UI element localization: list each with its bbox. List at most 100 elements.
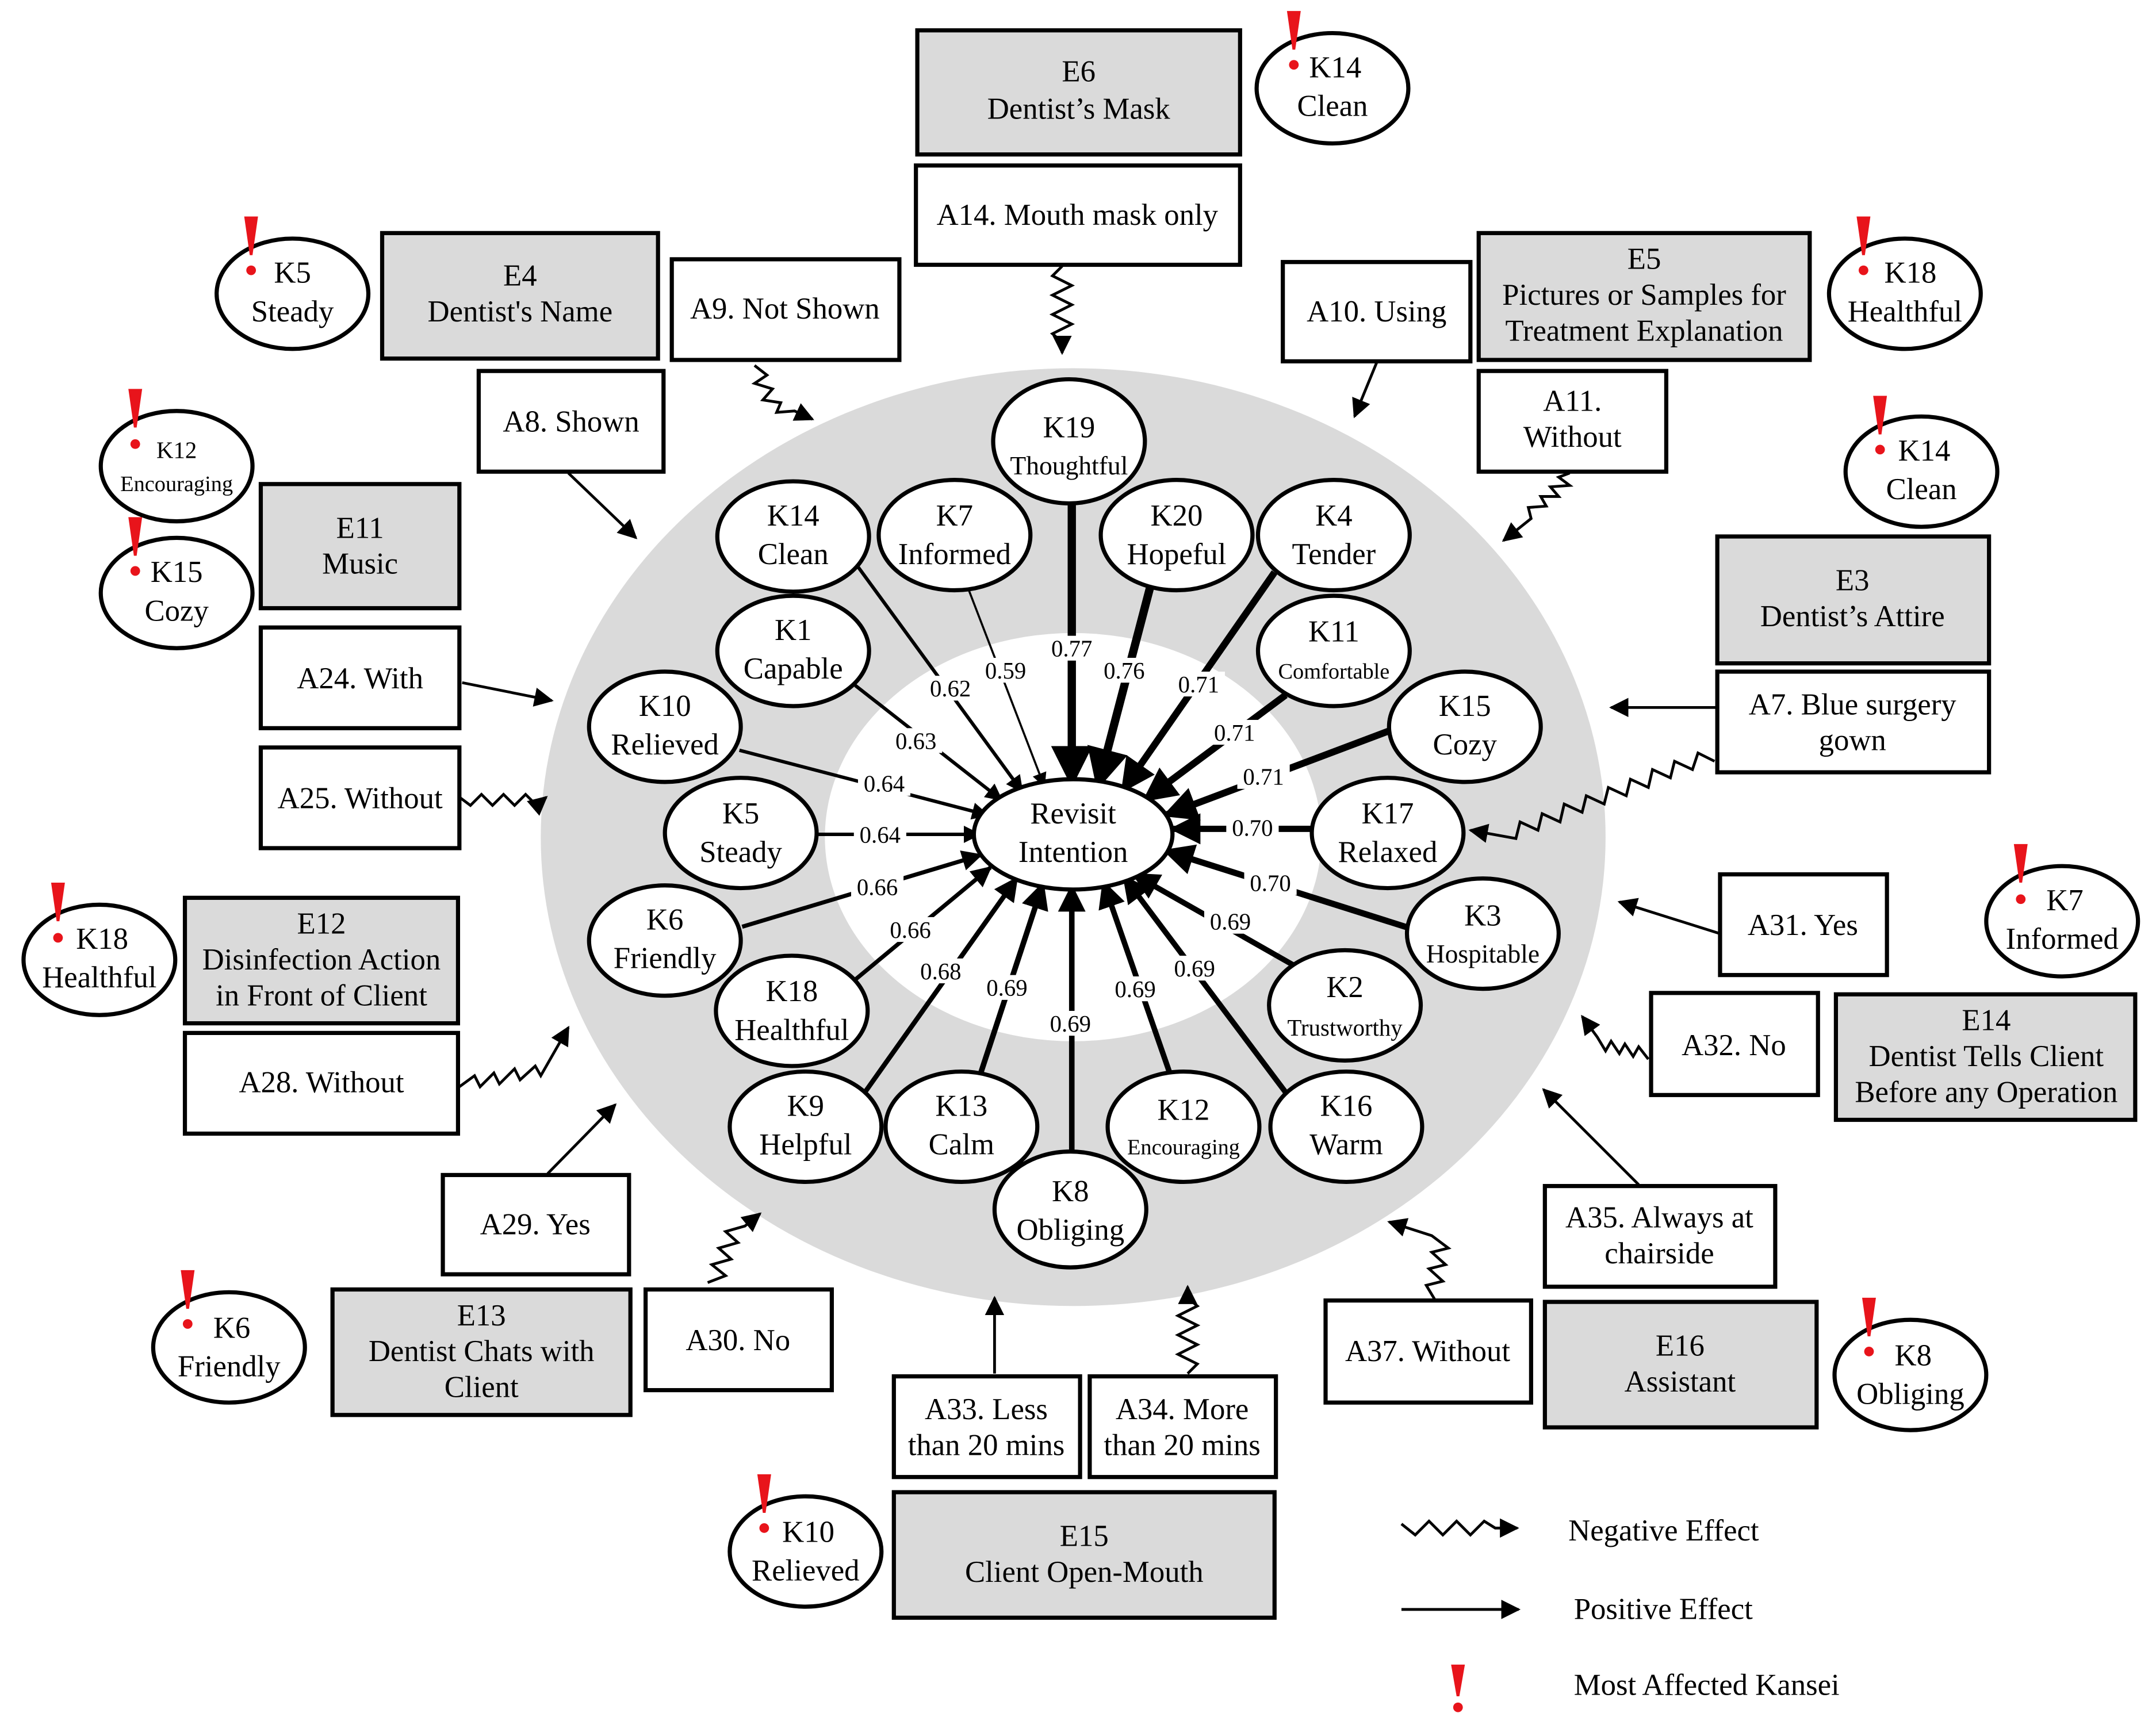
exclamation-icon	[1451, 1664, 1465, 1712]
element-box-e11: E11 Music	[258, 482, 462, 611]
kansei-node-k11: K11 Comfortable	[1255, 593, 1412, 708]
kansei-node-k17: K17 Relaxed	[1309, 776, 1466, 891]
svg-text:Friendly: Friendly	[614, 942, 717, 975]
svg-text:K6: K6	[646, 903, 683, 937]
kansei-node-k16: K16 Warm	[1268, 1069, 1424, 1185]
svg-text:Relieved: Relieved	[752, 1554, 859, 1588]
svg-text:Healthful: Healthful	[734, 1013, 849, 1047]
kansei-node-k13: K13 Calm	[883, 1069, 1040, 1185]
element-box-e13: E13 Dentist Chats with Client	[330, 1287, 633, 1417]
revisit-intention-node: Revisit Intention	[971, 777, 1175, 892]
legend-negative-label: Negative Effect	[1568, 1514, 1759, 1547]
svg-text:Hospitable: Hospitable	[1426, 939, 1540, 968]
svg-text:Dentist Chats with: Dentist Chats with	[369, 1335, 595, 1368]
affected-kansei-e6: K14 Clean	[1254, 11, 1411, 146]
svg-text:Thoughtful: Thoughtful	[1010, 451, 1128, 480]
negative-arrow-a34	[1175, 1285, 1201, 1375]
svg-text:K8: K8	[1894, 1339, 1931, 1372]
affected-kansei-e3: K14 Clean	[1843, 396, 2000, 529]
positive-arrow-a29	[546, 1103, 617, 1175]
svg-text:K14: K14	[767, 499, 819, 532]
attribute-box-a24: A24. With	[258, 625, 462, 730]
negative-arrow-a14	[1049, 265, 1075, 355]
element-box-e15: E15 Client Open-Mouth	[891, 1490, 1277, 1620]
svg-text:Treatment Explanation: Treatment Explanation	[1506, 314, 1783, 347]
coef-k1: 0.63	[895, 728, 936, 754]
svg-text:K9: K9	[787, 1089, 824, 1122]
affected-kansei-e15: K10 Relieved	[727, 1474, 884, 1609]
attribute-box-a25: A25. Without	[258, 745, 462, 850]
svg-text:Client: Client	[445, 1371, 519, 1404]
coef-k10: 0.64	[864, 771, 905, 797]
arrow-k20	[1087, 585, 1155, 791]
svg-text:K5: K5	[274, 256, 311, 290]
element-box-e4: E4 Dentist's Name	[380, 231, 660, 361]
attribute-box-a35: A35. Always at chairside	[1542, 1184, 1778, 1289]
svg-text:A28. Without: A28. Without	[239, 1066, 404, 1099]
svg-text:A29. Yes: A29. Yes	[480, 1208, 591, 1241]
svg-text:K14: K14	[1898, 434, 1950, 467]
positive-arrow-a10	[1352, 362, 1378, 419]
svg-text:A10. Using: A10. Using	[1307, 295, 1446, 328]
coef-k8: 0.69	[1050, 1011, 1091, 1037]
svg-text:E12: E12	[297, 907, 346, 941]
svg-text:K12: K12	[1158, 1093, 1210, 1126]
arrow-k16	[1122, 875, 1288, 1094]
coefficients: 0.77 0.76 0.59 0.62 0.71 0.71 0.63 0.64 …	[851, 636, 1297, 1037]
exclamation-icon	[1862, 1297, 1876, 1356]
svg-text:Obliging: Obliging	[1017, 1213, 1125, 1247]
svg-text:Obliging: Obliging	[1856, 1378, 1964, 1411]
attribute-box-a28: A28. Without	[182, 1030, 461, 1136]
svg-text:K17: K17	[1362, 797, 1414, 830]
svg-text:chairside: chairside	[1604, 1237, 1714, 1270]
svg-text:Cozy: Cozy	[144, 594, 209, 627]
svg-text:Disinfection Action: Disinfection Action	[202, 943, 441, 976]
exclamation-icon	[51, 882, 65, 943]
negative-arrow-a11	[1502, 472, 1574, 542]
svg-text:K18: K18	[765, 975, 818, 1008]
affected-kansei-e5: K18 Healthful	[1826, 216, 1983, 351]
svg-text:K18: K18	[76, 922, 128, 956]
svg-text:E3: E3	[1836, 564, 1870, 597]
exclamation-icon	[181, 1270, 195, 1329]
coef-k12: 0.69	[1115, 976, 1155, 1002]
svg-text:Helpful: Helpful	[759, 1128, 852, 1161]
svg-text:Before any Operation: Before any Operation	[1855, 1075, 2117, 1109]
affected-kansei-e4: K5 Steady	[215, 216, 371, 351]
kansei-node-k5: K5 Steady	[662, 776, 819, 891]
legend: Negative Effect Positive Effect Most Aff…	[1400, 1514, 1840, 1712]
center-label-line2: Intention	[1018, 835, 1128, 869]
exclamation-icon	[1286, 11, 1301, 70]
svg-text:A24. With: A24. With	[297, 662, 423, 695]
svg-text:E11: E11	[336, 511, 384, 545]
svg-text:Music: Music	[322, 547, 398, 581]
svg-text:A25. Without: A25. Without	[278, 781, 443, 815]
arrow-k9	[863, 876, 1019, 1094]
attribute-box-a32: A32. No	[1649, 991, 1820, 1097]
svg-text:Healthful: Healthful	[42, 961, 156, 994]
kansei-node-k2: K2 Trustworthy	[1267, 948, 1423, 1063]
svg-text:Dentist Tells Client: Dentist Tells Client	[1869, 1040, 2104, 1073]
attribute-box-a34: A34. More than 20 mins	[1087, 1374, 1278, 1480]
svg-text:K11: K11	[1308, 615, 1360, 648]
svg-text:K6: K6	[213, 1311, 250, 1344]
coef-k2: 0.69	[1210, 909, 1251, 935]
positive-arrow-a24	[462, 681, 554, 707]
svg-text:K20: K20	[1151, 499, 1203, 532]
svg-text:A37. Without: A37. Without	[1345, 1335, 1510, 1368]
negative-arrow-a9	[751, 364, 814, 421]
negative-arrow-a7	[1468, 751, 1715, 843]
effect-arrows	[458, 265, 1721, 1375]
kansei-node-k10: K10 Relieved	[587, 669, 743, 784]
affected-kansei-e13: K6 Friendly	[151, 1270, 307, 1405]
svg-text:A11.: A11.	[1543, 385, 1602, 418]
attribute-box-a10: A10. Using	[1281, 260, 1473, 363]
svg-text:K10: K10	[782, 1515, 834, 1549]
svg-text:Steady: Steady	[251, 295, 334, 328]
svg-text:Informed: Informed	[2006, 922, 2119, 956]
exclamation-icon	[244, 216, 258, 275]
positive-arrow-a31	[1617, 898, 1721, 935]
kansei-node-k9: K9 Helpful	[727, 1069, 884, 1185]
svg-text:A31. Yes: A31. Yes	[1748, 909, 1858, 942]
svg-text:Relieved: Relieved	[611, 728, 718, 761]
